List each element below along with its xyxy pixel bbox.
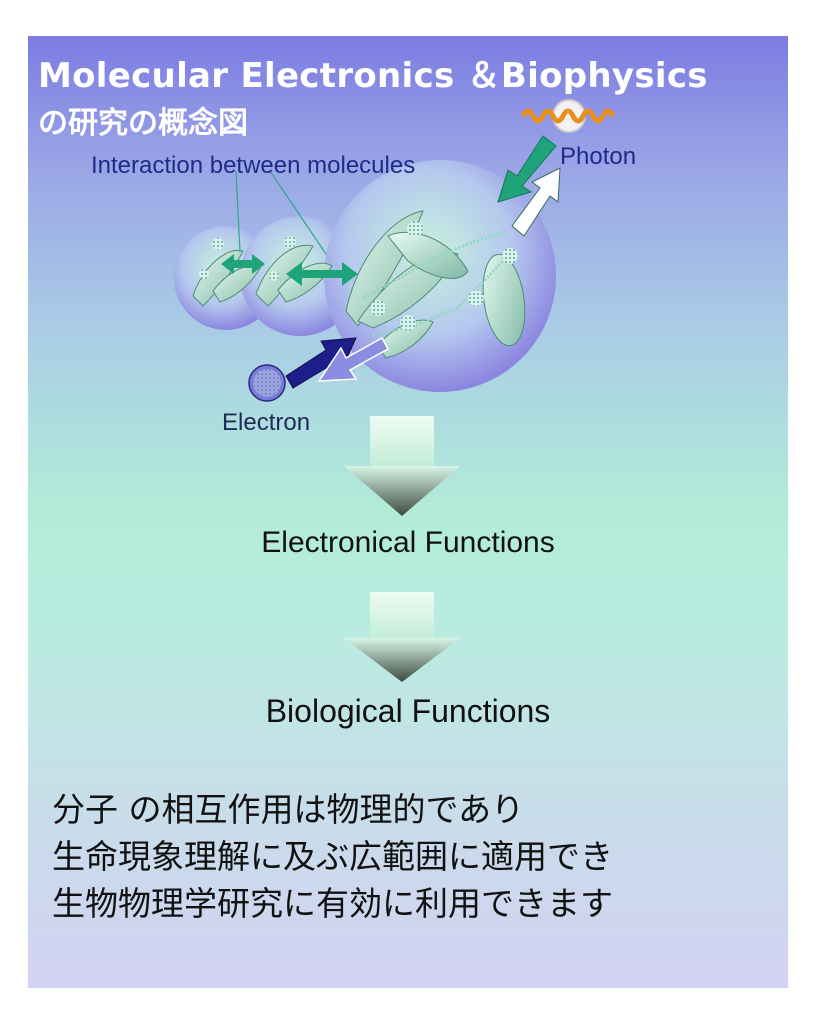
summary-line-1: 分子 の相互作用は物理的であり — [52, 790, 525, 829]
molecule-shape-large — [345, 210, 526, 359]
photon-label: Photon — [560, 143, 636, 170]
photon-out-arrow — [511, 167, 561, 237]
electron-out-arrow — [317, 336, 390, 382]
summary-line-2: 生命現象理解に及ぶ広範囲に適用でき — [52, 837, 613, 876]
interaction-arrow-2 — [286, 262, 358, 286]
concept-panel: Molecular Electronics ＆Biophysics の研究の概念… — [28, 36, 788, 988]
molecule-diagram: Interaction between molecules Photon Ele… — [91, 99, 636, 682]
biological-functions-label: Biological Functions — [265, 693, 551, 729]
flow-arrow-1 — [344, 416, 460, 516]
interaction-label: Interaction between molecules — [91, 152, 415, 179]
interaction-leader-1 — [235, 170, 241, 253]
electron-label: Electron — [222, 409, 310, 436]
photon-in-arrow — [497, 135, 557, 203]
interaction-arrow-1 — [221, 254, 265, 274]
interaction-leader-2 — [269, 170, 327, 255]
electronical-functions-label: Electronical Functions — [261, 526, 555, 559]
title-line-1: Molecular Electronics ＆Biophysics — [38, 56, 708, 96]
summary-line-3: 生物物理学研究に有効に利用できます — [52, 884, 613, 923]
flow-arrow-2 — [344, 592, 460, 682]
title-line-2: の研究の概念図 — [38, 106, 248, 141]
photon-icon — [520, 99, 616, 133]
summary-text: 分子 の相互作用は物理的であり 生命現象理解に及ぶ広範囲に適用でき 生物物理学研… — [52, 786, 772, 927]
